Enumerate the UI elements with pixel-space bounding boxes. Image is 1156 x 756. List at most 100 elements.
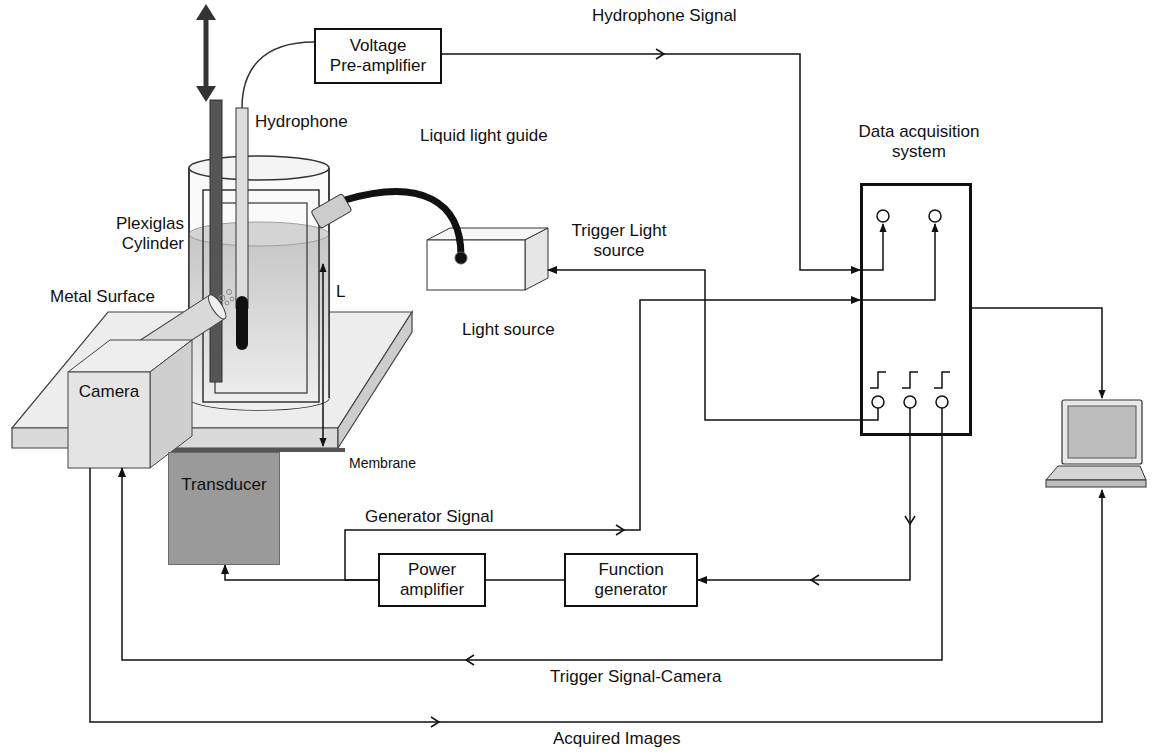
acquisition-box: Data acquisition system xyxy=(860,183,972,436)
text-word: Generator xyxy=(365,507,442,526)
text-word: generator xyxy=(595,580,668,599)
node-label: Voltage Pre-amplifier xyxy=(316,36,440,77)
light-source-box: Light source xyxy=(427,228,548,290)
text-word: Liquid xyxy=(420,126,465,145)
data-wire xyxy=(972,308,1102,398)
liquid-light-guide xyxy=(345,192,461,258)
text-word: Camera xyxy=(79,382,139,401)
text-word: Hydrophone xyxy=(255,112,348,131)
bubble xyxy=(225,301,229,305)
laptop-keyboard xyxy=(1046,466,1146,480)
signal-wire xyxy=(442,54,860,270)
hydrophone-cable xyxy=(242,42,314,108)
bubble xyxy=(227,290,232,295)
text-word: Trigger xyxy=(572,221,625,240)
text-word: Cylinder xyxy=(122,234,184,253)
text-word: Light xyxy=(462,320,499,339)
internal-wire xyxy=(860,224,883,270)
trigger-output xyxy=(872,396,884,408)
part-label: L xyxy=(336,282,345,302)
text-word: acquisition xyxy=(899,122,979,141)
text-word: Light xyxy=(630,221,667,240)
bubble xyxy=(230,297,234,301)
laptop-display xyxy=(1068,406,1136,458)
laptop-base xyxy=(1046,480,1146,487)
trigger-symbol xyxy=(934,372,950,388)
node-label: Transducer xyxy=(181,475,266,495)
part-label: Plexiglas Cylinder xyxy=(104,214,184,255)
text-word: Transducer xyxy=(181,475,266,494)
signal-wire xyxy=(122,436,942,660)
text-word: Surface xyxy=(96,287,155,306)
light-port xyxy=(455,252,467,264)
text-word: system xyxy=(892,142,946,161)
text-word: Images xyxy=(625,729,681,748)
node-heading: Light source xyxy=(462,320,612,340)
camera-side xyxy=(150,340,192,468)
signal-wire xyxy=(345,300,860,580)
text-word: source xyxy=(504,320,555,339)
base-plate-side xyxy=(338,312,412,448)
hydrophone-tip xyxy=(236,296,248,350)
light-source-front xyxy=(427,240,525,290)
part-label: Membrane xyxy=(349,455,416,472)
input-channel xyxy=(877,210,889,222)
part-label: Acquired Images xyxy=(553,729,681,749)
transducer-box: Transducer xyxy=(168,452,280,565)
signal-label: Generator Signal xyxy=(365,507,494,527)
text-word: Power xyxy=(408,560,456,579)
node-label: Function generator xyxy=(566,560,696,601)
text-word: Signal-Camera xyxy=(608,667,721,686)
part-label: Metal Surface xyxy=(50,287,155,307)
text-word: Plexiglas xyxy=(116,214,184,233)
light-guide-tip-body xyxy=(311,193,352,228)
signal-label: Trigger Signal-Camera xyxy=(550,667,721,687)
part-label: Hydrophone xyxy=(255,112,348,132)
direction-chevron xyxy=(431,717,439,727)
signal-wire xyxy=(225,565,378,580)
text-word: Function xyxy=(598,560,663,579)
text-word: source xyxy=(593,241,644,260)
signal-wire xyxy=(548,270,860,420)
bubble xyxy=(219,295,225,301)
text-word: Trigger xyxy=(550,667,603,686)
node-heading: Data acquisition system xyxy=(847,122,991,163)
internal-wire xyxy=(860,224,935,300)
trigger-output xyxy=(936,396,948,408)
text-word: Voltage xyxy=(350,36,407,55)
text-word: Membrane xyxy=(349,455,416,471)
text-word: Signal xyxy=(689,6,736,25)
camera-box: Camera xyxy=(68,372,150,468)
amplifier-box: Power amplifier xyxy=(378,553,486,607)
text-word: guide xyxy=(506,126,548,145)
light-guide-tip xyxy=(311,193,352,228)
trigger-symbol xyxy=(870,372,886,388)
signal-wire xyxy=(486,579,564,581)
lens-end xyxy=(205,292,229,321)
text-word: Hydrophone xyxy=(592,6,685,25)
text-word: L xyxy=(336,282,345,301)
text-word: light xyxy=(470,126,501,145)
inner-vessel xyxy=(215,203,307,393)
text-word: Metal xyxy=(50,287,92,306)
light-source-side xyxy=(525,228,548,290)
motion-arrow-head xyxy=(196,4,216,20)
motion-arrow xyxy=(204,18,209,88)
text-word: Data xyxy=(859,122,895,141)
node-label: Camera xyxy=(79,382,139,402)
text-word: Acquired xyxy=(553,729,620,748)
text-word: amplifier xyxy=(400,580,464,599)
internal-wire xyxy=(909,408,911,436)
motion-arrow-head xyxy=(196,86,216,102)
positioning-rod xyxy=(210,100,222,382)
text-word: Pre-amplifier xyxy=(330,56,426,75)
trigger-symbol xyxy=(902,372,918,388)
part-label: Liquid light guide xyxy=(420,126,548,146)
dimension-arrow xyxy=(322,264,324,446)
internal-wire xyxy=(941,408,943,436)
hydrophone xyxy=(236,108,248,308)
